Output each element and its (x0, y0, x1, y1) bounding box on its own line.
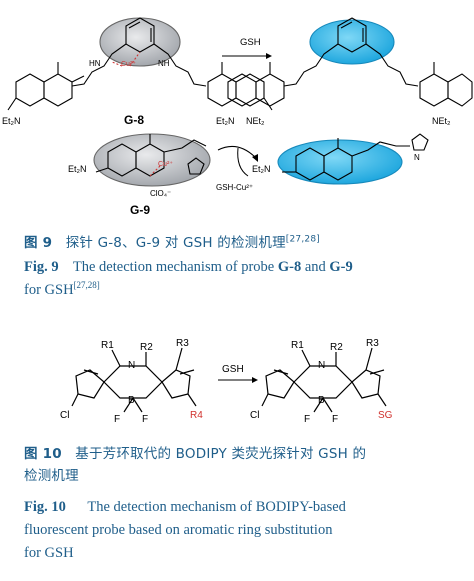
f1-right: F (304, 414, 310, 425)
figure-9-scheme: GSH Cu²⁺ HN NH Et₂N NEt₂ G-8 Et₂N NEt₂ E… (2, 17, 473, 217)
reagent-gsh-top: GSH (240, 37, 261, 48)
g9-product-nh: N (414, 153, 420, 162)
r1-left: R1 (101, 340, 114, 351)
r4-left: R4 (190, 410, 203, 421)
product-net2: Et₂N (252, 164, 271, 174)
g9-label: G-9 (130, 203, 150, 217)
g8-product (227, 17, 473, 107)
g9-product (277, 133, 429, 185)
bodipy-product (261, 347, 387, 413)
cl-right: Cl (250, 410, 259, 421)
f2-right: F (332, 414, 338, 425)
figure-9-caption-cn: 图 9 探针 G-8、G-9 对 GSH 的检测机理[27,28] (24, 234, 320, 251)
r2-right: R2 (330, 342, 343, 353)
figure-10-caption-cn: 图 10 基于芳环取代的 BODIPY 类荧光探针对 GSH 的 检测机理 (24, 446, 367, 484)
reagent-gsh-bodipy: GSH (222, 364, 244, 375)
g8-molecule (7, 17, 273, 111)
g8-label: G-8 (124, 113, 144, 127)
r3-left: R3 (176, 338, 189, 349)
bodipy-probe (71, 347, 197, 413)
b-right: B (318, 395, 325, 406)
product-net2-left: Et₂N (216, 116, 235, 126)
r1-right: R1 (291, 340, 304, 351)
g9-net2: Et₂N (68, 164, 87, 174)
g8-nh: NH (158, 59, 170, 68)
g9-molecule (93, 133, 211, 187)
byproduct-gsh-cu: GSH-Cu²⁺ (216, 183, 253, 192)
figure-10-caption-en: Fig. 10 The detection mechanism of BODIP… (24, 499, 346, 561)
cu-label-g9: Cu²⁺ (158, 161, 173, 168)
figure-9-caption-en: Fig. 9 The detection mechanism of probe … (24, 259, 353, 298)
g8-net2-right: NEt₂ (246, 116, 265, 126)
figure-10-scheme: R1 R2 R3 Cl R4 B F F N GSH R1 R2 R3 Cl S… (60, 338, 393, 425)
f1-left: F (114, 414, 120, 425)
counterion: ClO₄⁻ (150, 189, 171, 198)
product-net2-right: NEt₂ (432, 116, 451, 126)
cl-left: Cl (60, 410, 69, 421)
b-left: B (128, 395, 135, 406)
n-right: N (318, 360, 325, 371)
g8-hn: HN (89, 59, 101, 68)
g9-reaction-arrow (217, 145, 257, 159)
sg-right: SG (378, 410, 393, 421)
r2-left: R2 (140, 342, 153, 353)
f2-left: F (142, 414, 148, 425)
n-left: N (128, 360, 135, 371)
cu-label-g8: Cu²⁺ (121, 61, 136, 68)
r3-right: R3 (366, 338, 379, 349)
g8-net2-left: Et₂N (2, 116, 21, 126)
